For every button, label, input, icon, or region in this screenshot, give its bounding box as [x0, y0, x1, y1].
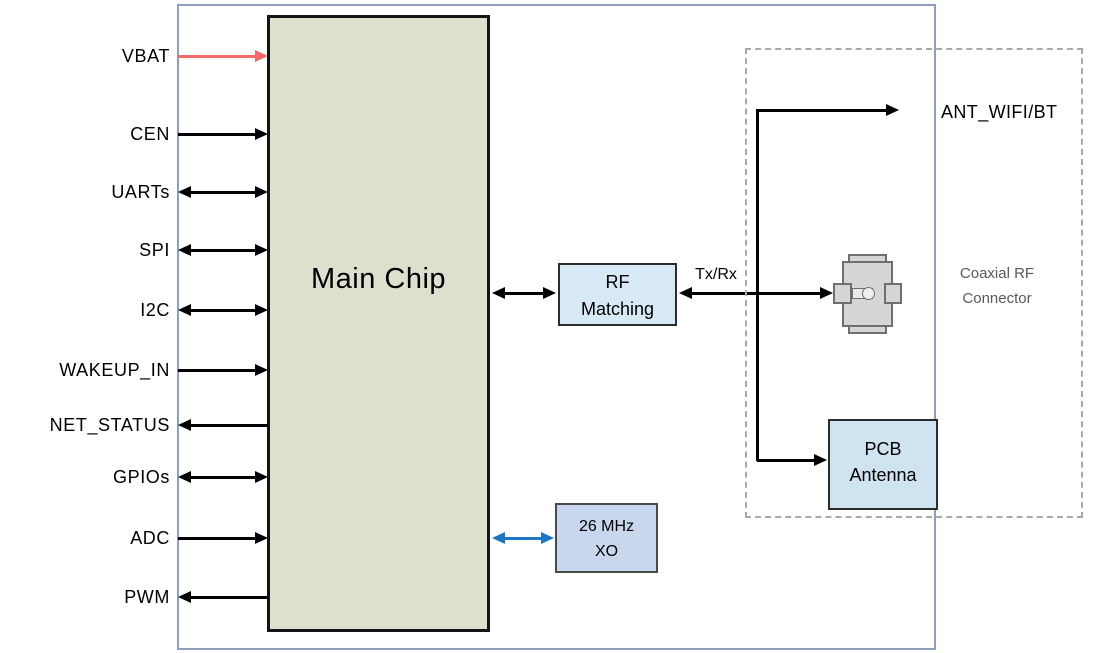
arrowhead-right-icon — [886, 104, 899, 116]
xo-label-line2: XO — [594, 543, 619, 560]
arrowhead-right-icon — [255, 532, 268, 544]
main-chip-label: Main Chip — [310, 263, 447, 295]
uarts-arrow-line — [191, 191, 255, 194]
main-chip-block: Main Chip — [267, 15, 490, 632]
arrowhead-right-icon — [543, 287, 556, 299]
arrowhead-left-icon — [178, 471, 191, 483]
coaxial-connector-label-line1: Coaxial RF — [959, 265, 1035, 282]
arrowhead-left-icon — [178, 244, 191, 256]
arrowhead-right-icon — [820, 287, 833, 299]
arrowhead-left-icon — [492, 532, 505, 544]
coaxial-connector-label-line2: Connector — [962, 290, 1032, 307]
arrowhead-left-icon — [492, 287, 505, 299]
pwm-arrow-line — [191, 596, 268, 599]
arrowhead-left-icon — [178, 591, 191, 603]
outer-frame — [177, 4, 936, 650]
xo-label-line1: 26 MHz — [578, 518, 635, 535]
pcb-antenna-line — [757, 459, 815, 462]
connector-pin — [862, 287, 875, 300]
signal-label: VBAT — [121, 46, 170, 66]
coaxial-connector-label: Coaxial RF Connector — [933, 261, 1061, 311]
ant-wifi-bt-label: ANT_WIFI/BT — [941, 102, 1058, 122]
connector-left-tab — [833, 283, 852, 304]
arrowhead-right-icon — [814, 454, 827, 466]
arrowhead-right-icon — [541, 532, 554, 544]
adc-arrow-line — [178, 537, 256, 540]
pcb-antenna-label-line1: PCB — [864, 439, 902, 459]
signal-label: NET_STATUS — [49, 415, 170, 435]
spi-arrow-line — [191, 249, 255, 252]
arrowhead-right-icon — [255, 304, 268, 316]
connector-right-tab — [884, 283, 902, 304]
rf-matching-label-line1: RF — [605, 272, 630, 292]
arrowhead-right-icon — [255, 186, 268, 198]
signal-label: SPI — [139, 240, 170, 260]
branch-vertical-line — [756, 109, 759, 461]
xo-line — [505, 537, 541, 540]
arrowhead-left-icon — [178, 304, 191, 316]
arrowhead-right-icon — [255, 244, 268, 256]
signal-label: UARTs — [111, 182, 170, 202]
arrowhead-right-icon — [255, 471, 268, 483]
arrowhead-left-icon — [178, 419, 191, 431]
i2c-arrow-line — [191, 309, 255, 312]
arrowhead-right-icon — [255, 128, 268, 140]
gpios-arrow-line — [191, 476, 255, 479]
signal-label: ADC — [130, 528, 170, 548]
wakeup-arrow-line — [178, 369, 256, 372]
rf-matching-block: RF Matching — [558, 263, 677, 326]
signal-label: GPIOs — [112, 467, 170, 487]
xo-block: 26 MHz XO — [555, 503, 658, 573]
ant-wifi-bt-line — [757, 109, 887, 112]
signal-label: WAKEUP_IN — [59, 360, 170, 380]
arrowhead-right-icon — [255, 50, 268, 62]
antenna-dashed-frame — [745, 48, 1083, 518]
cen-arrow-line — [178, 133, 256, 136]
signal-label: I2C — [140, 300, 170, 320]
arrowhead-left-icon — [679, 287, 692, 299]
rf-matching-label-line2: Matching — [580, 299, 655, 319]
arrowhead-right-icon — [255, 364, 268, 376]
vbat-arrow-line — [178, 55, 256, 58]
txrx-label: Tx/Rx — [695, 266, 737, 283]
signal-label: PWM — [124, 587, 170, 607]
net-status-arrow-line — [191, 424, 268, 427]
arrowhead-left-icon — [178, 186, 191, 198]
pcb-antenna-block: PCB Antenna — [828, 419, 938, 510]
pcb-antenna-label-line2: Antenna — [849, 465, 917, 485]
signal-label: CEN — [130, 124, 170, 144]
chip-rf-line — [505, 292, 543, 295]
